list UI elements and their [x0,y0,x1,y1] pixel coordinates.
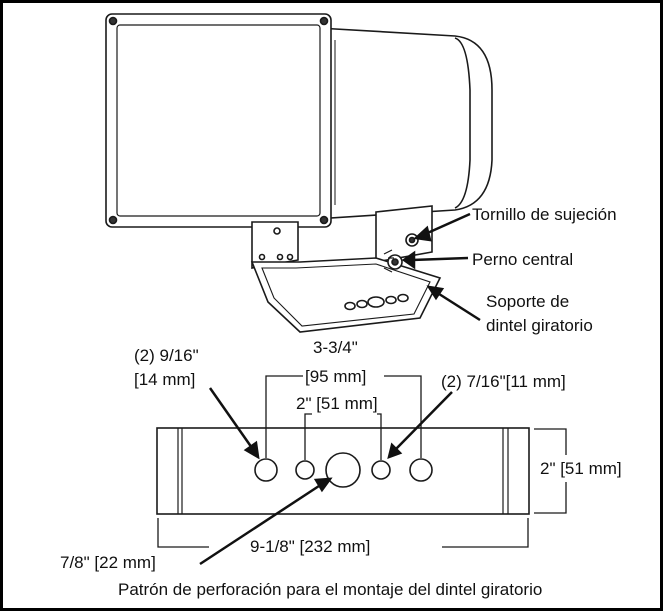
dim-outer-span-left [265,375,303,458]
label-hole-916-qty: (2) 9/16" [134,346,199,365]
dim-height-bottom [534,482,567,514]
arrow-center-bolt [411,256,469,262]
corner-screw-icon [319,215,329,225]
dim-height-top [534,428,567,455]
yoke-hole-icon [273,227,281,235]
dim-inner-span-left [304,413,312,460]
bolt-detail-lines [383,249,394,273]
arrow-hole-916 [208,387,254,449]
label-height-dim: 2" [51 mm] [540,459,622,478]
arrowhead-icon [413,225,432,242]
arrow-yoke [435,290,481,322]
label-hole-916-mm: [14 mm] [134,370,195,389]
arrowhead-icon [426,285,445,301]
housing-contour-line [454,37,471,209]
fixture-front-face [105,13,332,228]
yoke-slot-icon [397,293,409,303]
arrowhead-icon [387,442,403,459]
label-yoke-line2: dintel giratorio [486,316,593,335]
front-face-inner-rim [116,24,321,217]
yoke-slot-icon [356,299,368,309]
retaining-screw-head-icon [408,236,416,244]
lower-callout-arrows [199,387,453,566]
label-yoke-line1: Soporte de [486,292,569,311]
yoke-slot-icon [385,295,397,305]
yoke-hole-icon [258,253,266,261]
label-total-length: 9-1/8" [232 mm] [250,537,370,556]
drill-pattern-plate [156,427,530,515]
label-inner-span: 2" [51 mm] [296,394,378,413]
yoke-slot-icon [344,301,356,311]
yoke-base [250,257,442,333]
label-center-hole: 7/8" [22 mm] [60,553,156,572]
hole-center-78 [325,452,361,488]
label-center-bolt: Perno central [472,250,573,269]
dim-length-right [442,518,529,548]
fixture-illustration [105,13,493,333]
yoke-hole-icon [286,253,294,261]
yoke-base-inner-edge [261,263,431,327]
fixture-rear-housing [317,27,493,219]
yoke-slot-icon [367,296,385,308]
corner-screw-icon [108,16,118,26]
caption: Patrón de perforación para el montaje de… [118,580,542,599]
label-hole-716: (2) 7/16"[11 mm] [441,372,566,391]
dim-inner-span-right [377,413,382,460]
corner-screw-icon [108,215,118,225]
hole-916-left [254,458,278,482]
hole-716-left [295,460,315,480]
hole-716-right [371,460,391,480]
arrow-retaining-screw [422,212,471,237]
hole-916-right [409,458,433,482]
arrowhead-icon [243,440,260,460]
dim-length-left [157,518,209,548]
dimension-lines [157,375,567,548]
yoke-right-arm [375,205,433,263]
corner-screw-icon [319,16,329,26]
label-outer-span-in: 3-3/4" [313,338,358,357]
center-bolt-head-icon [391,258,399,266]
label-outer-span-mm: [95 mm] [305,367,366,386]
yoke-hole-icon [276,253,284,261]
arrowhead-icon [313,477,333,493]
label-retaining-screw: Tornillo de sujeción [472,205,617,224]
arrow-center-hole [199,482,323,566]
upper-callout-arrows [401,212,481,322]
arrowhead-icon [401,250,416,270]
dim-outer-span-right [384,375,422,458]
arrow-hole-716 [394,391,453,451]
